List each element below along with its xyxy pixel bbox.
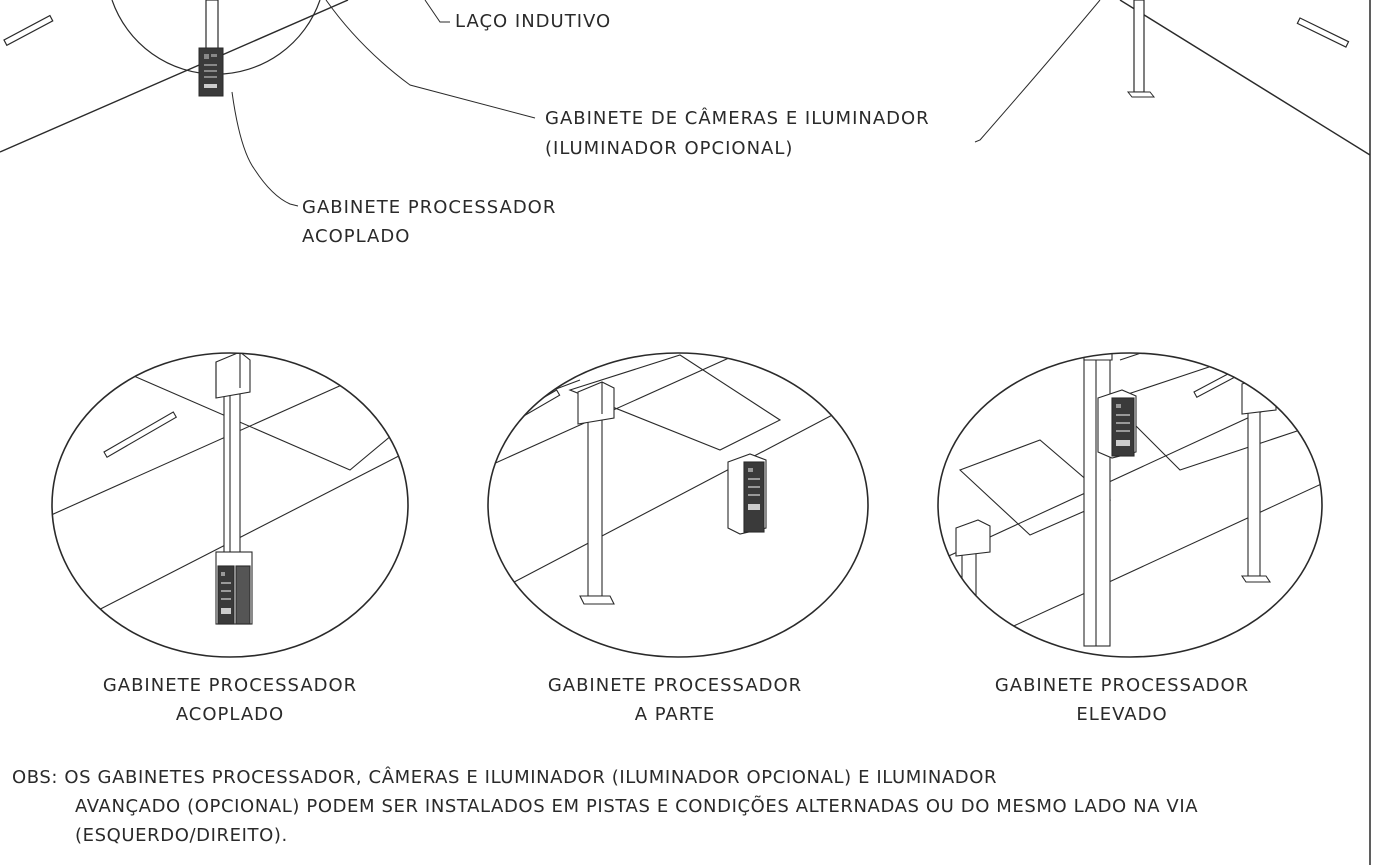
top-pole (205, 0, 219, 51)
detail-circle-acoplado (51, 352, 409, 658)
observation-note: OBS: OS GABINETES PROCESSADOR, CÂMERAS E… (12, 763, 1342, 850)
detail-circle-a-parte (487, 352, 869, 658)
caption-elevado-line1: GABINETE PROCESSADOR (994, 675, 1250, 696)
caption-a-parte-line2: A PARTE (634, 704, 716, 725)
road-edge-right (1119, 0, 1371, 156)
lane-stripe-left (3, 14, 54, 47)
caption-elevado-line2: ELEVADO (1076, 704, 1168, 725)
observation-note-first-line: OBS: OS GABINETES PROCESSADOR, CÂMERAS E… (12, 767, 998, 788)
road-edge-left (0, 0, 349, 153)
label-laco-indutivo: LAÇO INDUTIVO (455, 11, 612, 32)
detail-a-parte (487, 352, 869, 658)
leader-cameras (325, 0, 536, 119)
leader-processor (231, 91, 299, 207)
detail-acoplado (51, 352, 409, 658)
detail-elevado (937, 352, 1323, 658)
leader-cameras-right (974, 0, 1101, 143)
leader-laco (424, 0, 450, 23)
caption-a-parte-line1: GABINETE PROCESSADOR (547, 675, 803, 696)
label-gabinete-cameras-line2: (ILUMINADOR OPCIONAL) (545, 138, 794, 159)
label-gabinete-cameras-line1: GABINETE DE CÂMERAS E ILUMINADOR (545, 108, 930, 129)
detail-circle-elevado (937, 352, 1323, 658)
top-pole-right (1133, 0, 1145, 93)
caption-acoplado-line1: GABINETE PROCESSADOR (102, 675, 358, 696)
caption-acoplado-line2: ACOPLADO (175, 704, 285, 725)
label-top-processador-line1: GABINETE PROCESSADOR (302, 197, 557, 218)
top-overview (0, 0, 1371, 207)
observation-note-continuation: AVANÇADO (OPCIONAL) PODEM SER INSTALADOS… (75, 796, 1199, 846)
label-top-processador-line2: ACOPLADO (302, 226, 411, 247)
lane-stripe-right (1296, 17, 1350, 48)
